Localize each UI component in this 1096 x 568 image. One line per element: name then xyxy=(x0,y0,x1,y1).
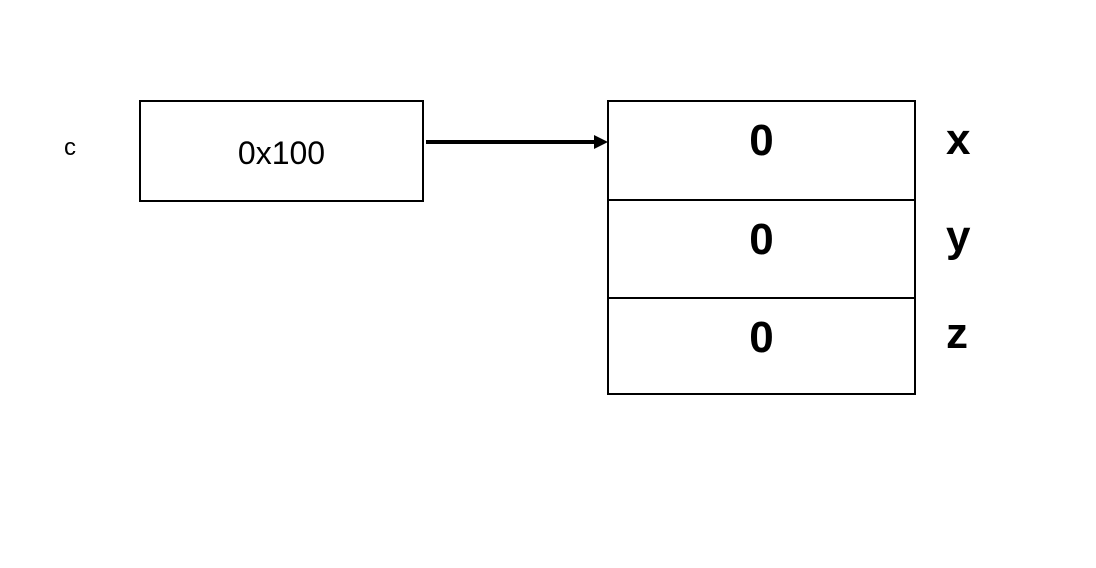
struct-field-value: 0 xyxy=(749,116,774,165)
pointer-arrow xyxy=(426,135,608,149)
struct-field-cell-x: 0 xyxy=(609,102,914,200)
pointer-value-text: 0x100 xyxy=(237,134,326,171)
struct-field-value: 0 xyxy=(749,313,774,362)
variable-name-label: c xyxy=(64,134,76,161)
struct-field-name-x: x xyxy=(946,115,971,164)
struct-memory-block: 0 0 0 xyxy=(607,100,916,395)
struct-field-cell-z: 0 xyxy=(609,297,914,395)
struct-field-name-y: y xyxy=(946,212,971,261)
struct-field-name-z: z xyxy=(946,309,968,358)
struct-field-value: 0 xyxy=(749,215,774,264)
struct-field-cell-y: 0 xyxy=(609,199,914,297)
pointer-value-box: 0x100 xyxy=(139,100,424,202)
pointer-arrowhead xyxy=(594,135,608,149)
